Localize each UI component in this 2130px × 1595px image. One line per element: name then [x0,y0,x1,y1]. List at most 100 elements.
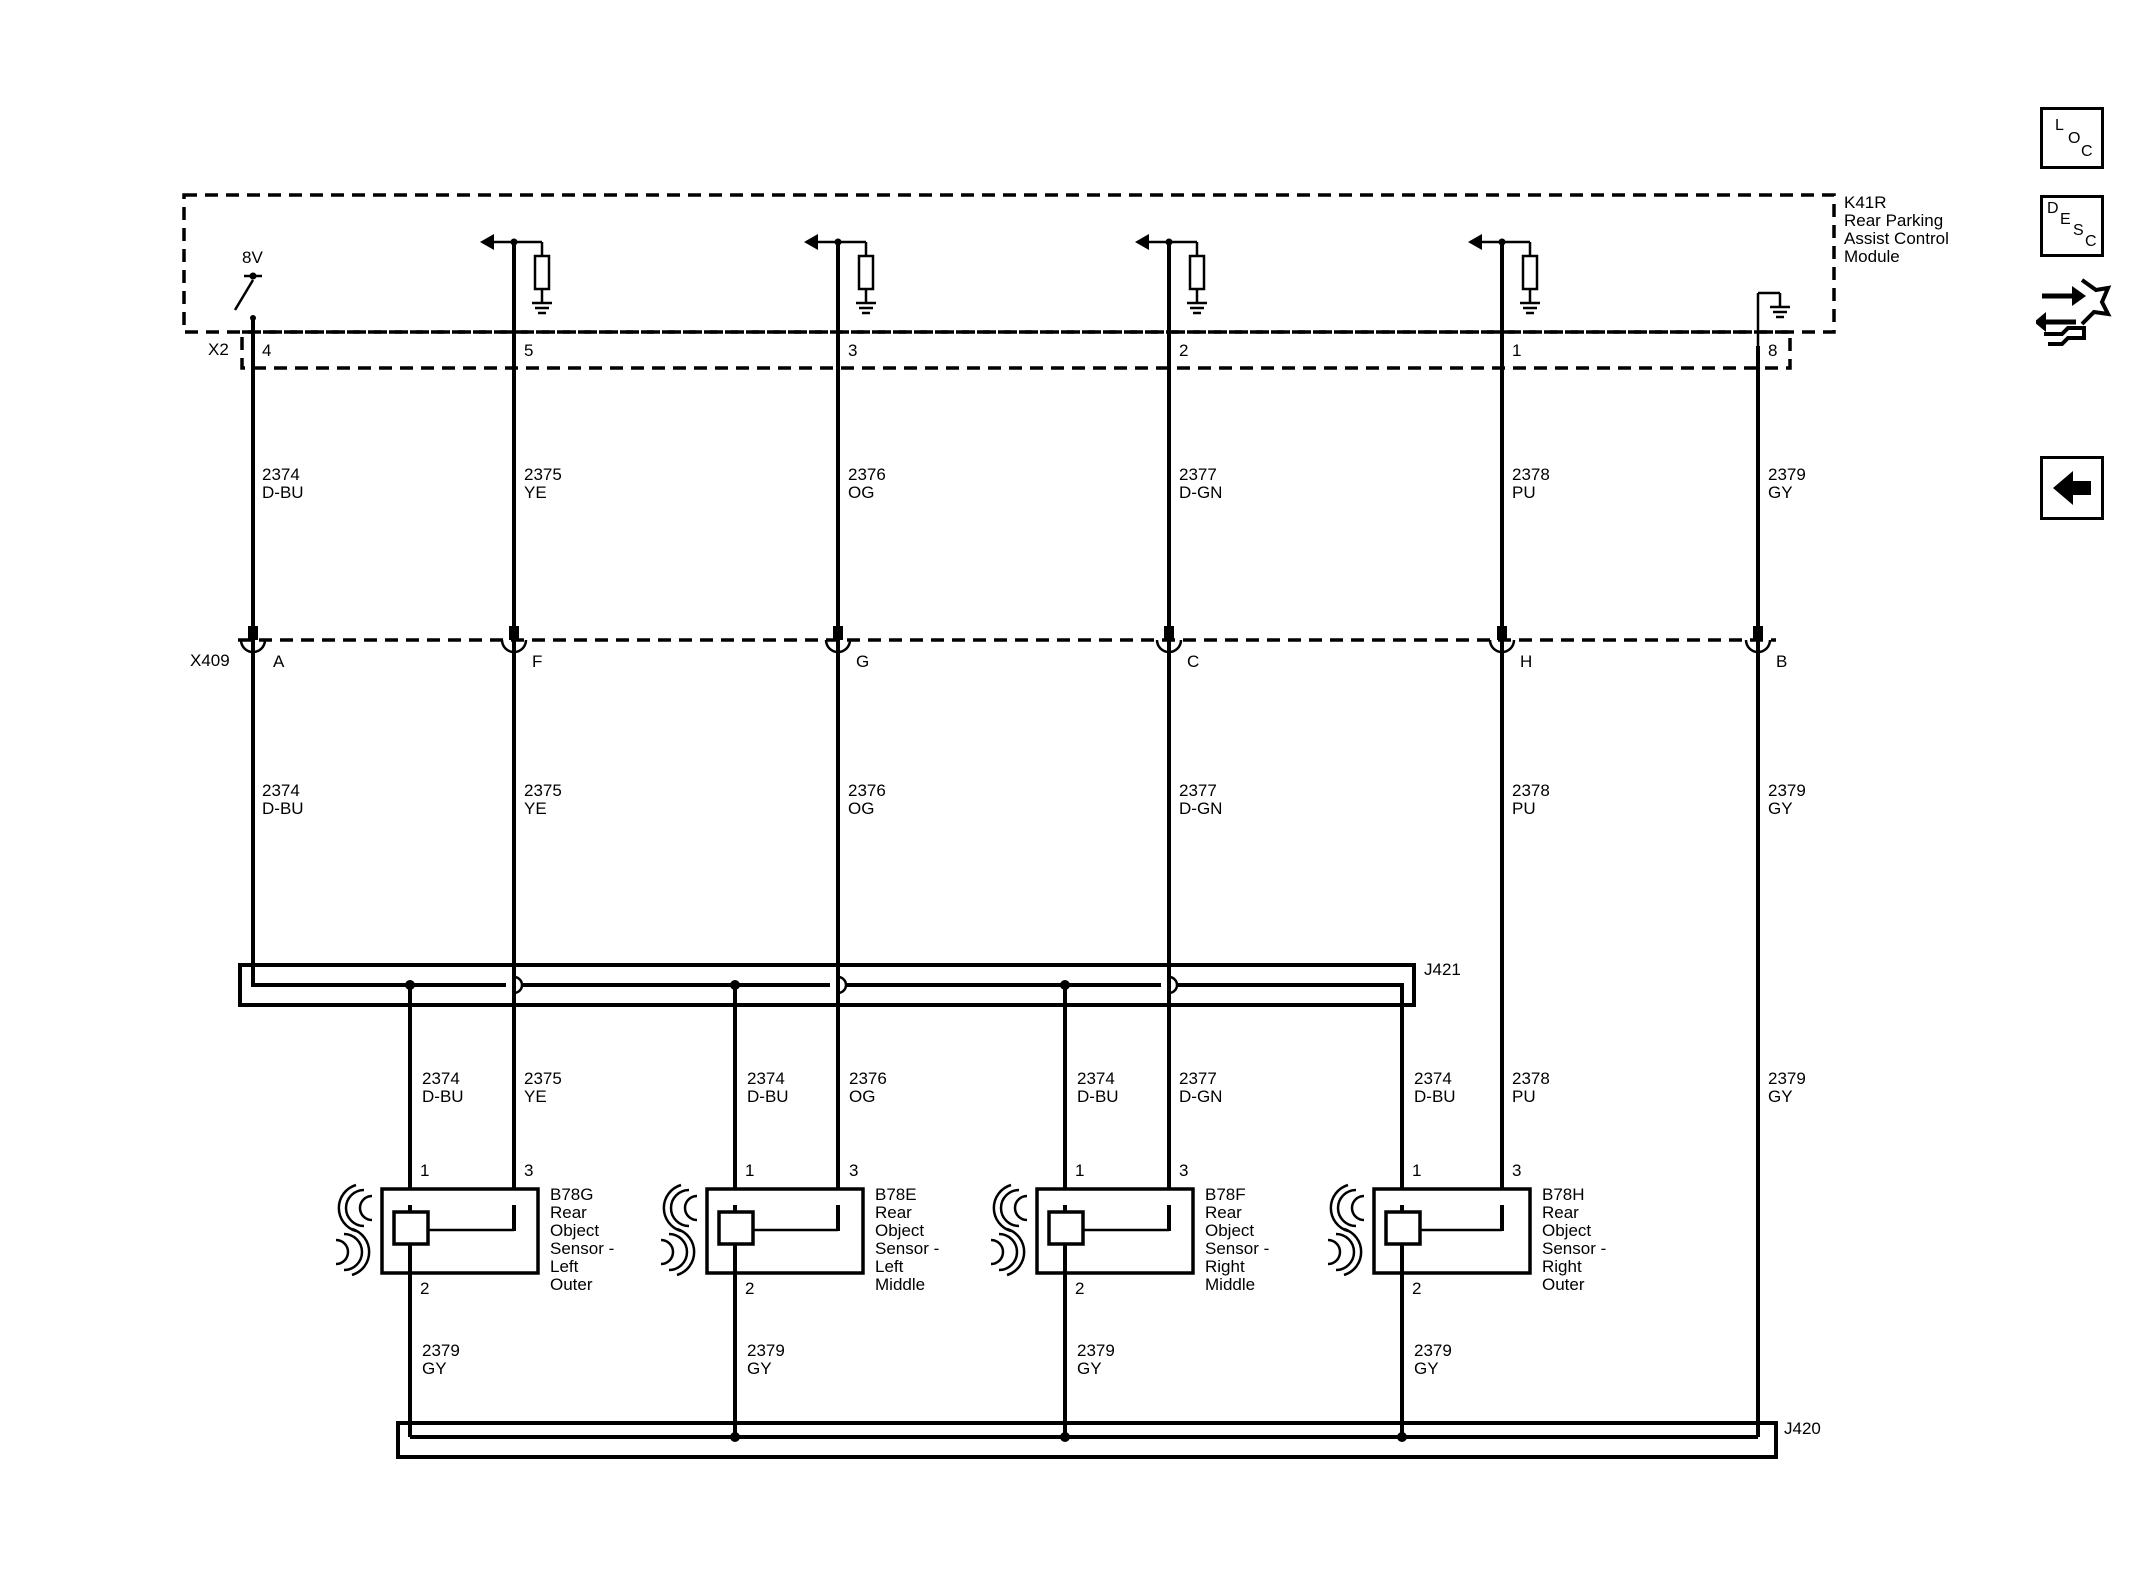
wire-number: 2379 [1768,1069,1806,1088]
x2-pin-label: 3 [848,341,857,360]
sensor-name-line-1: Rear [875,1203,912,1222]
j420-label: J420 [1784,1419,1821,1438]
sensor-name-line-4: Right [1542,1257,1582,1276]
wire-color: D-BU [422,1087,464,1106]
j421-splice-taps [405,980,1070,1205]
wire-number: 2379 [747,1341,785,1360]
connector-navigation-button[interactable] [2034,272,2112,352]
x2-pin-label: 5 [524,341,533,360]
internal-input-circuit [1468,234,1540,315]
pin-label: 3 [1512,1161,1521,1180]
sound-wave-emit-icon [990,1227,1026,1277]
switch-8v: 8V [233,248,263,321]
wire-number: 2379 [1414,1341,1452,1360]
pin-label: 1 [745,1161,754,1180]
module-name-line-1: Rear Parking [1844,211,1943,230]
x2-pin-label: 1 [1512,341,1521,360]
wire-number: 2379 [1077,1341,1115,1360]
x2-connector-label: X2 [208,340,229,359]
desc-letter: E [2060,211,2071,228]
sensor-element [1047,1210,1085,1246]
wire-color: OG [848,799,874,818]
x409-terminals [239,626,1772,654]
description-button[interactable]: D E S C [2040,195,2104,257]
sensor-b78g: 2374 D-BU 2375 YE 1 3 2 B78G Rear Object… [335,1069,614,1437]
wire-color: GY [1414,1359,1439,1378]
j420-splice-taps [730,1432,1407,1442]
wire-color: OG [848,483,874,502]
wire-number: 2375 [524,465,562,484]
sensor-name-line-2: Object [1205,1221,1254,1240]
wire-number: 2378 [1512,1069,1550,1088]
wire-number: 2377 [1179,465,1217,484]
x409-pin-label: B [1776,652,1787,671]
x2-connector-boundary [240,330,1792,370]
wire-color: GY [1768,799,1793,818]
sound-wave-emit-icon [335,1227,371,1277]
sensor-name-line-3: Sensor - [1205,1239,1269,1258]
pin-label: 2 [745,1279,754,1298]
x409-pin-label: G [856,652,869,671]
sensor-name-line-1: Rear [550,1203,587,1222]
sound-wave-emit-icon [1327,1227,1363,1277]
wire-number: 2379 [422,1341,460,1360]
sensor-ref: B78G [550,1185,593,1204]
x409-pin-label: F [532,652,542,671]
wire-number: 2374 [262,465,300,484]
back-arrow-icon [2053,471,2091,505]
wire-number: 2374 [262,781,300,800]
pin-label: 3 [524,1161,533,1180]
j420-splice-pack [396,1421,1778,1459]
wire-color: D-BU [1077,1087,1119,1106]
loc-letter: C [2081,143,2093,160]
pin-label: 3 [1179,1161,1188,1180]
sensor-name-line-5: Middle [1205,1275,1255,1294]
sensor-name-line-2: Object [875,1221,924,1240]
sensor-name-line-3: Sensor - [1542,1239,1606,1258]
sensor-name-line-4: Right [1205,1257,1245,1276]
wire-number: 2376 [849,1069,887,1088]
module-ref: K41R [1844,193,1887,212]
wire-color: D-BU [262,799,304,818]
wire-color: YE [524,1087,547,1106]
wire-color: GY [1768,483,1793,502]
j421-label: J421 [1424,960,1461,979]
wire-number: 2377 [1179,781,1217,800]
wire-color: OG [849,1087,875,1106]
x409-connector-label: X409 [190,651,230,670]
pin-label: 2 [1412,1279,1421,1298]
sensor-b78e: 2374 D-BU 2376 OG 1 3 2 B78E Rear Object… [660,1069,939,1437]
sensor-element [392,1210,430,1246]
internal-input-circuit [480,234,552,315]
pin-label: 2 [420,1279,429,1298]
sensor-name-line-2: Object [1542,1221,1591,1240]
pin-label: 1 [420,1161,429,1180]
module-name-line-2: Assist Control [1844,229,1949,248]
sound-wave-receive-icon [1329,1183,1365,1233]
module-boundary [182,193,1836,334]
wire-color: YE [524,799,547,818]
wire-number: 2378 [1512,465,1550,484]
wire-number: 2375 [524,1069,562,1088]
sensor-name-line-5: Middle [875,1275,925,1294]
wire-color: YE [524,483,547,502]
back-button[interactable] [2040,456,2104,520]
sensor-ref: B78E [875,1185,917,1204]
x2-pin-label: 2 [1179,341,1188,360]
sensor-name-line-5: Outer [1542,1275,1585,1294]
voltage-label: 8V [242,248,263,267]
internal-ground [1756,291,1790,346]
sensor-name-line-1: Rear [1542,1203,1579,1222]
x2-pin-label: 4 [262,341,271,360]
location-button[interactable]: L O C [2040,107,2104,169]
pin-label: 1 [1075,1161,1084,1180]
wire-color: D-GN [1179,483,1222,502]
wire-color: PU [1512,799,1536,818]
sensor-name-line-1: Rear [1205,1203,1242,1222]
sensor-name-line-3: Sensor - [875,1239,939,1258]
loc-letter: O [2068,130,2081,147]
sensor-name-line-5: Outer [550,1275,593,1294]
wire-color: D-BU [1414,1087,1456,1106]
wire-number: 2376 [848,465,886,484]
wire-color: GY [422,1359,447,1378]
